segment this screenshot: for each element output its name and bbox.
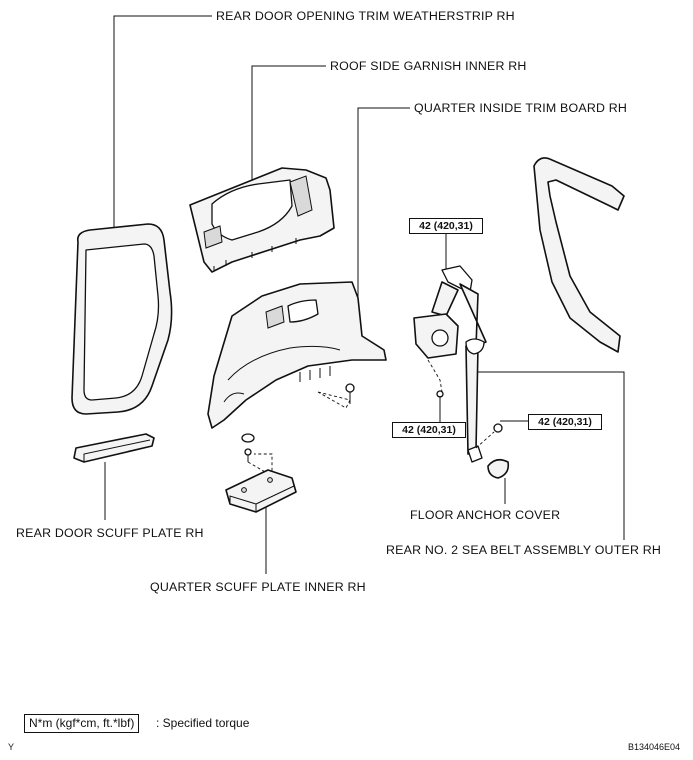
label-floor-anchor-cover: FLOOR ANCHOR COVER — [410, 508, 561, 522]
quarter-scuff-part — [225, 433, 297, 513]
label-quarter-trim: QUARTER INSIDE TRIM BOARD RH — [414, 101, 628, 115]
label-roof-garnish: ROOF SIDE GARNISH INNER RH — [330, 59, 527, 73]
leader-roof-garnish — [251, 65, 326, 188]
weatherstrip-part — [71, 223, 173, 415]
leader-lines — [104, 15, 625, 574]
roof-garnish-part — [189, 167, 335, 273]
leader-quarter-trim — [357, 107, 410, 352]
label-quarter-scuff: QUARTER SCUFF PLATE INNER RH — [150, 580, 366, 594]
quarter-trim-part — [207, 281, 387, 429]
leader-seat-belt — [470, 371, 625, 540]
torque-spec-top: 42 (420,31) — [409, 218, 483, 234]
leader-weatherstrip — [113, 15, 212, 228]
torque-spec-left: 42 (420,31) — [392, 422, 466, 438]
torque-spec-right: 42 (420,31) — [528, 414, 602, 430]
corner-mark-left: Y — [8, 742, 15, 752]
label-seat-belt: REAR NO. 2 SEA BELT ASSEMBLY OUTER RH — [386, 543, 662, 557]
door-scuff-part — [73, 433, 155, 463]
window-frame-part — [533, 157, 625, 353]
label-door-scuff: REAR DOOR SCUFF PLATE RH — [16, 526, 204, 540]
legend-description: : Specified torque — [156, 716, 250, 730]
legend-torque-unit-box: N*m (kgf*cm, ft.*lbf) — [24, 714, 140, 733]
seat-belt-part — [413, 265, 510, 479]
label-weatherstrip: REAR DOOR OPENING TRIM WEATHERSTRIP RH — [216, 9, 515, 23]
corner-mark-right: B134046E04 — [628, 742, 681, 752]
